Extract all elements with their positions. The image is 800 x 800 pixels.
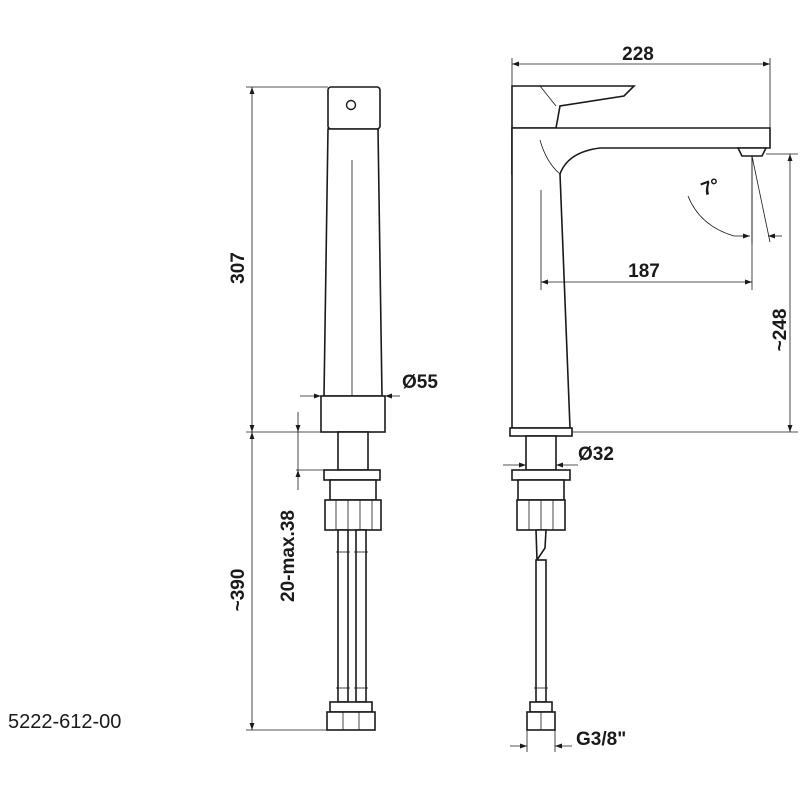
label-angle: 7° — [699, 175, 723, 201]
label-228: 228 — [622, 44, 654, 65]
label-187: 187 — [628, 261, 660, 282]
front-hose-right — [355, 529, 367, 703]
front-fixing-nut — [324, 499, 382, 531]
label-390: ~390 — [228, 569, 249, 612]
front-body — [323, 128, 383, 397]
label-deck-thickness: 20-max.38 — [278, 510, 299, 602]
side-aerator — [736, 147, 768, 157]
side-lever-handle — [511, 85, 636, 129]
side-dimensions — [503, 58, 798, 752]
front-base — [320, 395, 386, 433]
label-d32: Ø32 — [578, 444, 614, 465]
side-shank — [525, 435, 557, 471]
label-thread: G3/8" — [576, 729, 626, 750]
label-248: ~248 — [770, 309, 791, 352]
angle-arc — [687, 195, 735, 237]
label-d55: Ø55 — [402, 372, 438, 393]
front-hose-left — [337, 529, 349, 703]
front-shank — [337, 431, 369, 471]
product-code: 5222-612-00 — [8, 711, 121, 733]
front-bracket — [329, 479, 377, 501]
front-hose-nuts — [326, 711, 376, 731]
side-hose — [535, 559, 547, 703]
label-307: 307 — [228, 252, 249, 284]
side-view — [509, 85, 771, 731]
front-washer — [323, 469, 381, 481]
front-dimensions — [246, 86, 400, 731]
side-base — [509, 427, 573, 437]
side-bracket — [517, 479, 565, 501]
front-indicator-dot — [345, 99, 357, 111]
side-washer — [511, 469, 571, 481]
front-view — [320, 86, 386, 731]
